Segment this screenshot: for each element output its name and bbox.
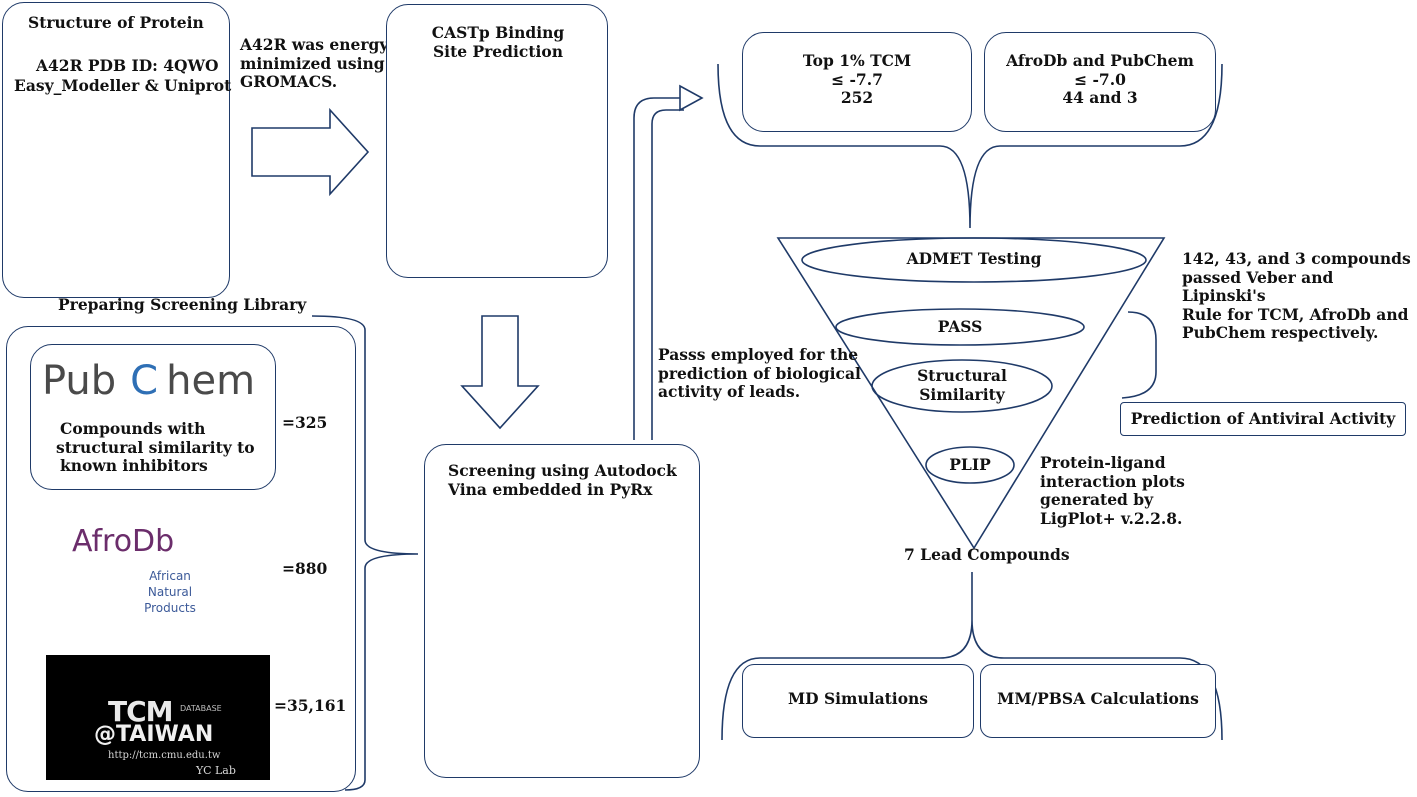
struct-label: Structural Similarity (892, 366, 1032, 404)
tcm-top-text: Top 1% TCM ≤ -7.7 252 (742, 51, 972, 108)
tcm-logo-text: TCM (108, 695, 174, 728)
plip-ellipse (925, 446, 1015, 484)
protein-structure-box (2, 2, 230, 298)
struct-ellipse (871, 359, 1053, 413)
library-title: Preparing Screening Library (58, 295, 307, 314)
route-arrow (633, 84, 704, 440)
minimize-line3: GROMACS. (240, 72, 338, 92)
tcm-count: =35,161 (274, 696, 347, 715)
minimize-note: A42R was energy minimized using GROMACS. (240, 35, 389, 92)
pubchem-c: C (130, 358, 159, 404)
pubchem-count: =325 (282, 413, 328, 432)
afrodb-count: =880 (282, 559, 328, 578)
afrodb-subtitle: African Natural Products (140, 568, 200, 617)
afro-pub-line3: 44 and 3 (1062, 88, 1138, 108)
pubchem-hem: hem (166, 358, 256, 404)
afro-pub-line1: AfroDb and PubChem (1006, 51, 1194, 70)
md-box (742, 664, 974, 738)
mmpbsa-label: MM/PBSA Calculations (997, 689, 1199, 708)
tcm-top-box (742, 32, 972, 132)
afrodb-logo: AfroDb (72, 524, 175, 559)
pass-note-line1: Passs employed for the (658, 345, 859, 364)
screening-box (424, 444, 700, 778)
screening-line1: Screening using Autodock (448, 461, 677, 480)
plip-note-line1: Protein-ligand (1040, 453, 1166, 472)
struct-line2: Similarity (919, 384, 1005, 404)
afrodb-sub3: Products (144, 601, 196, 616)
castp-line1: CASTp Binding (431, 23, 565, 42)
admet-label: ADMET Testing (906, 249, 1042, 268)
pubchem-desc-line3: known inhibitors (60, 456, 208, 476)
down-arrow (460, 315, 540, 430)
tcm-database-text: DATABASE (180, 704, 222, 713)
afrodb-sub2: Natural (147, 585, 193, 600)
plip-note-line3: generated by (1040, 490, 1154, 510)
admet-ellipse (801, 237, 1147, 283)
struct-line1: Structural (917, 366, 1007, 385)
screening-title: Screening using Autodock Vina embedded i… (448, 461, 677, 499)
tcm-top-line1: Top 1% TCM (802, 51, 912, 70)
castp-line2: Site Prediction (432, 41, 563, 61)
library-bracket (311, 315, 419, 791)
afro-pub-box (984, 32, 1216, 132)
tcm-top-line3: 252 (840, 88, 874, 108)
castp-title: CASTp Binding Site Prediction (398, 23, 598, 61)
right-arrow (251, 107, 370, 197)
pass-note-line3: activity of leads. (658, 382, 801, 402)
tcm-top-line2: ≤ -7.7 (831, 69, 883, 89)
md-label: MD Simulations (787, 689, 929, 708)
pubchem-box (30, 344, 276, 490)
pass-bracket (1121, 311, 1157, 399)
pass-note-line2: prediction of biological (658, 363, 861, 383)
admet-note-line3: Rule for TCM, AfroDb and (1182, 304, 1409, 324)
antiviral-box (1120, 402, 1406, 436)
minimize-line1: A42R was energy (240, 35, 389, 54)
screening-line2: Vina embedded in PyRx (448, 479, 653, 499)
tcm-taiwan-text: @TAIWAN (94, 722, 214, 747)
plip-label: PLIP (949, 455, 991, 474)
afro-pub-text: AfroDb and PubChem ≤ -7.0 44 and 3 (984, 51, 1216, 108)
antiviral-label: Prediction of Antiviral Activity (1130, 409, 1396, 428)
pass-ellipse (835, 308, 1085, 346)
top-bracket (717, 63, 1223, 229)
plip-note-line2: interaction plots (1040, 471, 1185, 491)
pubchem-desc: Compounds with structural similarity to … (56, 419, 255, 476)
tcm-url-text: http://tcm.cmu.edu.tw (108, 750, 221, 761)
pubchem-desc-line2: structural similarity to (56, 437, 255, 457)
bottom-bracket (721, 572, 1223, 741)
mmpbsa-box (980, 664, 1216, 738)
pass-note: Passs employed for the prediction of bio… (658, 345, 861, 402)
afrodb-sub1: African (149, 569, 191, 583)
plip-note-line4: LigPlot+ v.2.2.8. (1040, 508, 1183, 528)
admet-note-line2: passed Veber and Lipinski's (1182, 267, 1334, 306)
pubchem-pub: Pub (42, 358, 117, 404)
protein-structure-title: Structure of Protein (28, 13, 204, 32)
admet-note: 142, 43, and 3 compounds passed Veber an… (1182, 249, 1417, 343)
tcm-logo: TCM DATABASE @TAIWAN http://tcm.cmu.edu.… (46, 655, 270, 780)
pass-label: PASS (937, 317, 983, 336)
tcm-lab-text: YC Lab (196, 764, 236, 777)
afro-pub-line2: ≤ -7.0 (1074, 69, 1126, 89)
protein-pdb-id: A42R PDB ID: 4QWO (36, 56, 219, 75)
castp-box (386, 4, 608, 278)
protein-tools: Easy_Modeller & Uniprot (14, 76, 232, 95)
plip-note: Protein-ligand interaction plots generat… (1040, 453, 1185, 528)
pubchem-desc-line1: Compounds with (60, 419, 206, 438)
minimize-line2: minimized using (240, 53, 385, 73)
admet-note-line1: 142, 43, and 3 compounds (1182, 249, 1411, 268)
admet-note-line4: PubChem respectively. (1182, 323, 1379, 343)
lead-compounds-label: 7 Lead Compounds (904, 545, 1070, 564)
